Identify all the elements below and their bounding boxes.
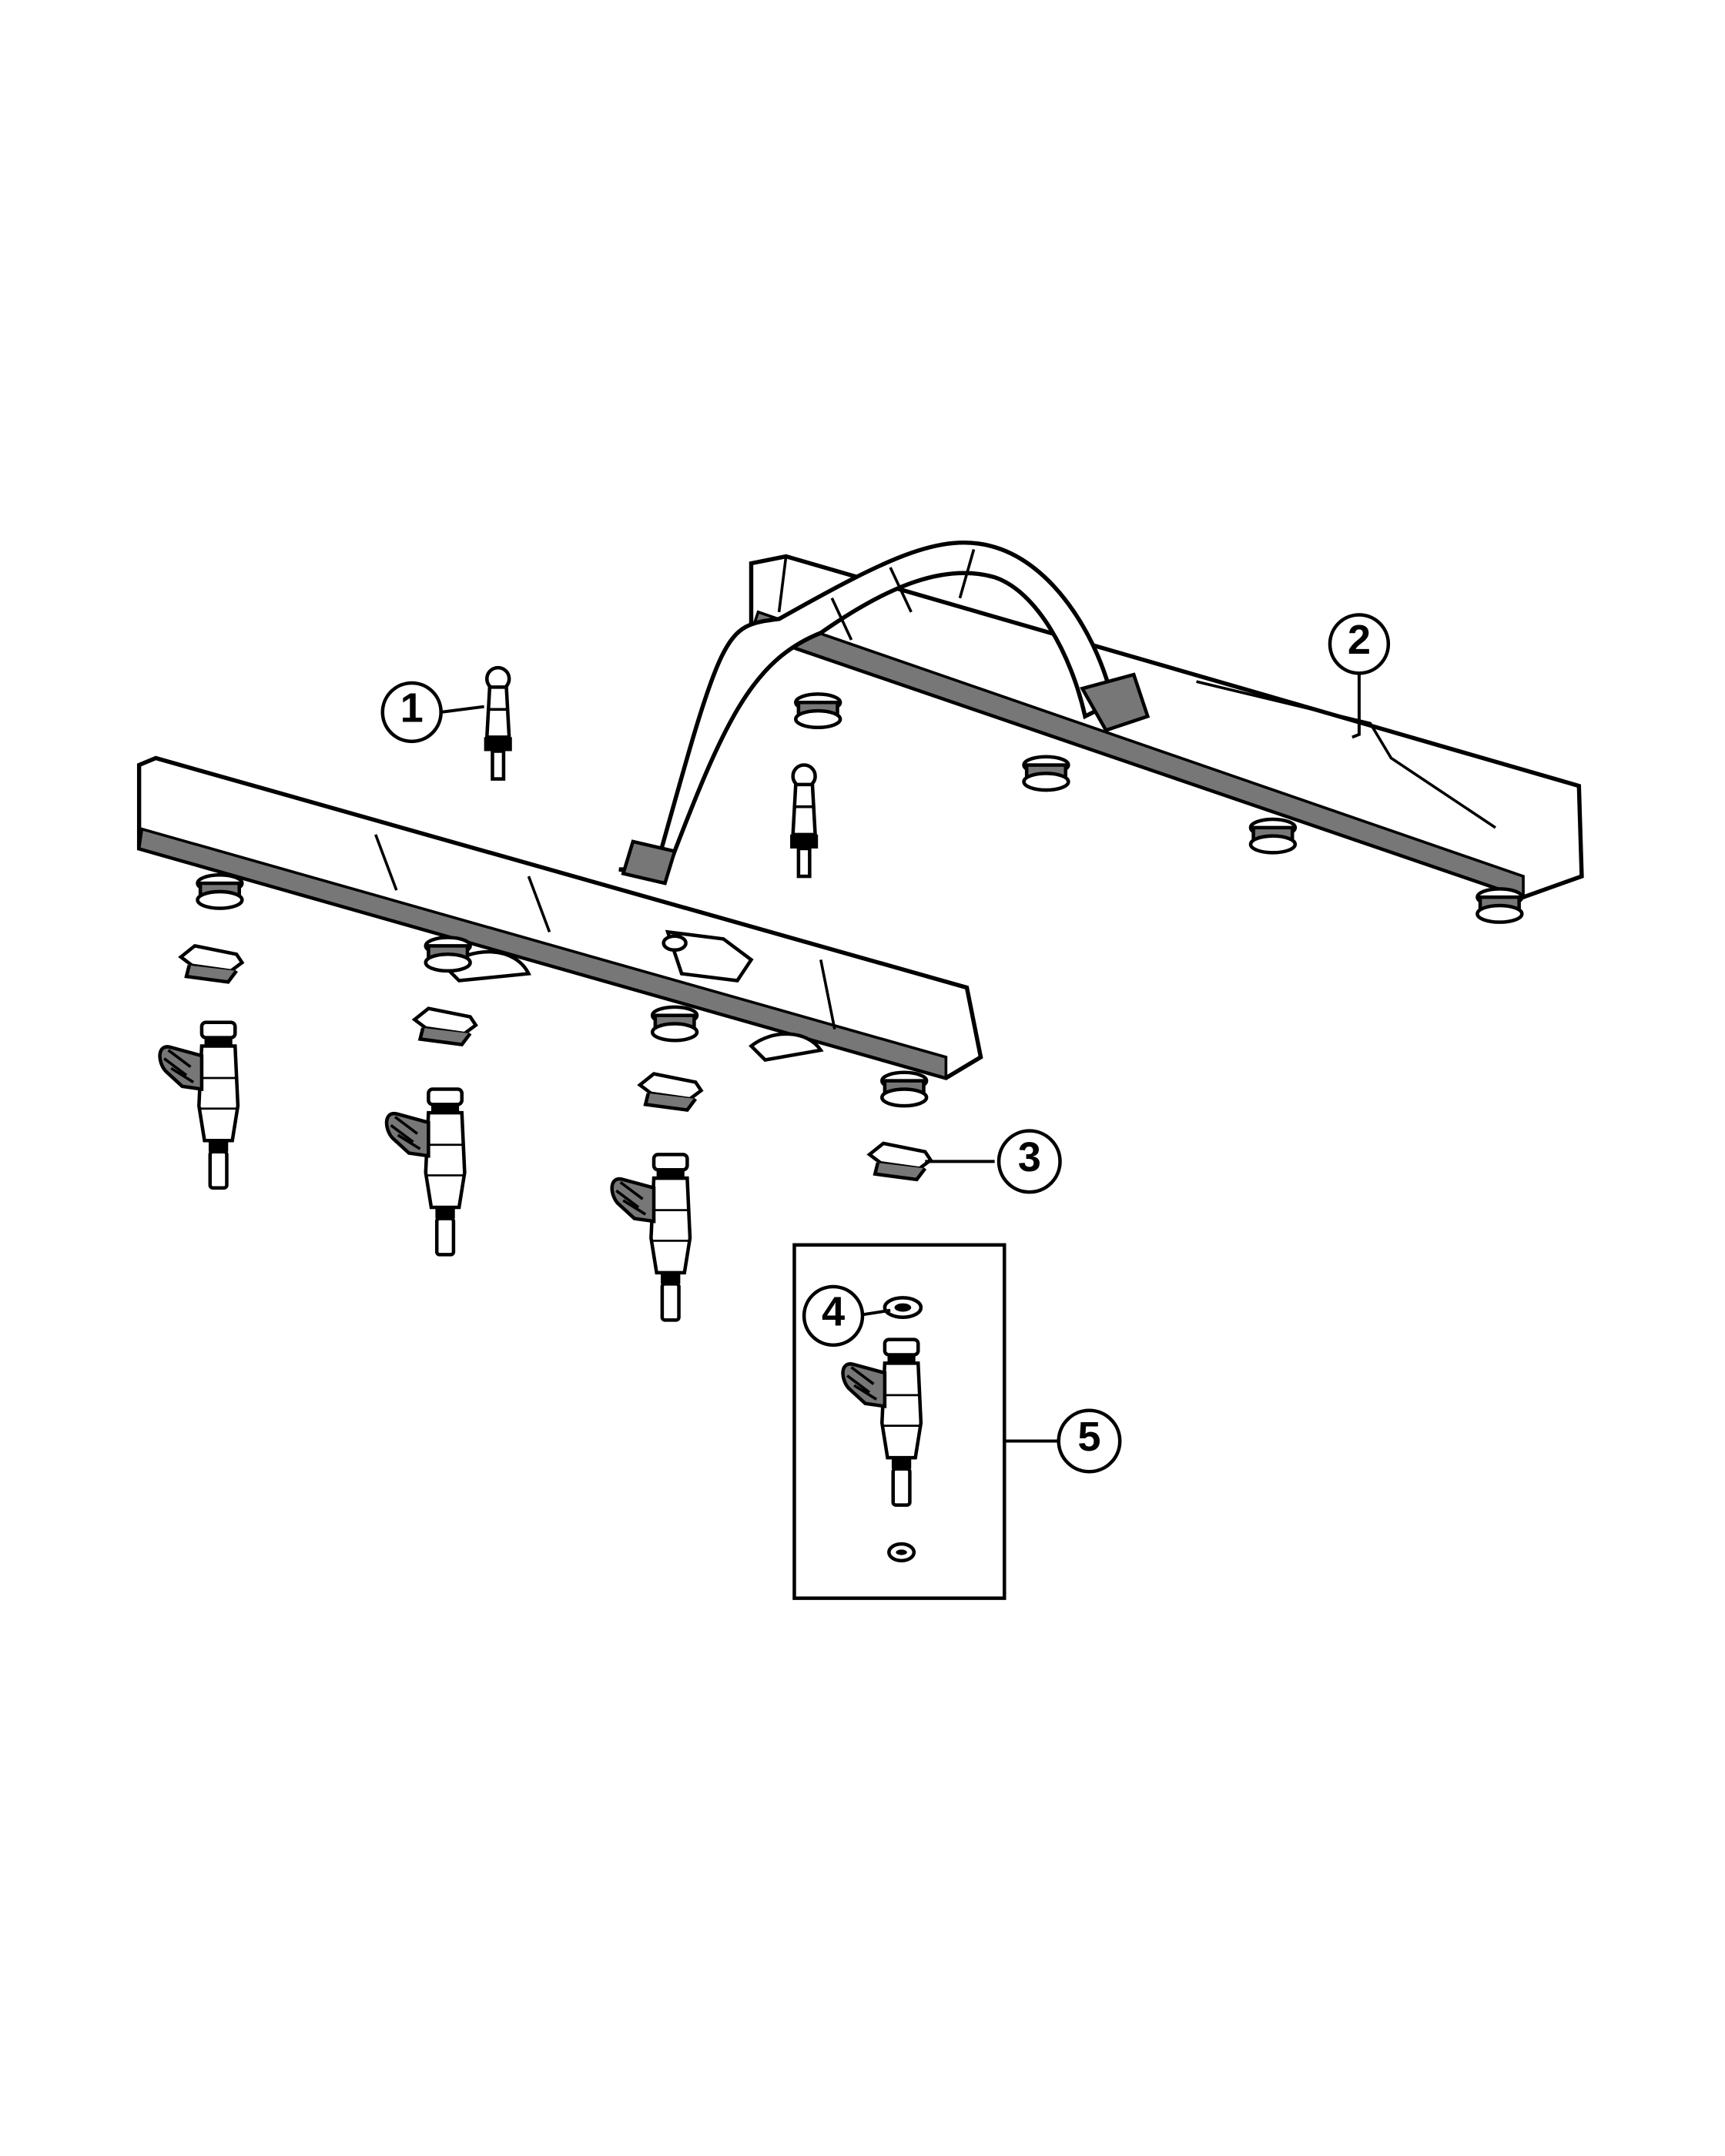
callout-1-label: 1: [400, 685, 424, 732]
injector-clip-4: [869, 1143, 930, 1180]
stud-bolt-2: [790, 765, 818, 877]
callout-4: 4: [802, 1284, 865, 1348]
fuel-injector-1: [160, 1023, 238, 1188]
injector-kit-box: [792, 1243, 1007, 1600]
callout-2: 2: [1328, 613, 1391, 675]
injector-clip-3: [640, 1074, 701, 1110]
fuel-crossover-tube: [618, 540, 1151, 886]
injector-clip-1: [181, 946, 242, 982]
callout-3-label: 3: [1018, 1134, 1041, 1180]
fuel-injector-2: [387, 1089, 464, 1254]
o-ring-seal-lower: [887, 1542, 916, 1563]
callout-2-label: 2: [1348, 617, 1371, 663]
fuel-injector-kit: [843, 1340, 921, 1505]
fuel-rail-right: [749, 554, 1584, 922]
leader-line-2: [1352, 670, 1361, 739]
fuel-injector-3: [612, 1154, 690, 1320]
fuel-rail-left: [136, 755, 983, 1106]
injector-clip-2: [414, 1009, 475, 1045]
callout-5: 5: [1057, 1408, 1122, 1474]
callout-4-label: 4: [822, 1289, 845, 1335]
stud-bolt-1: [484, 668, 512, 779]
callout-5-label: 5: [1077, 1414, 1100, 1460]
callout-3: 3: [996, 1129, 1062, 1194]
o-ring-seal-upper: [883, 1296, 923, 1319]
leader-line-1: [440, 705, 484, 714]
callout-1: 1: [380, 681, 443, 744]
leader-line-4: [863, 1308, 891, 1317]
